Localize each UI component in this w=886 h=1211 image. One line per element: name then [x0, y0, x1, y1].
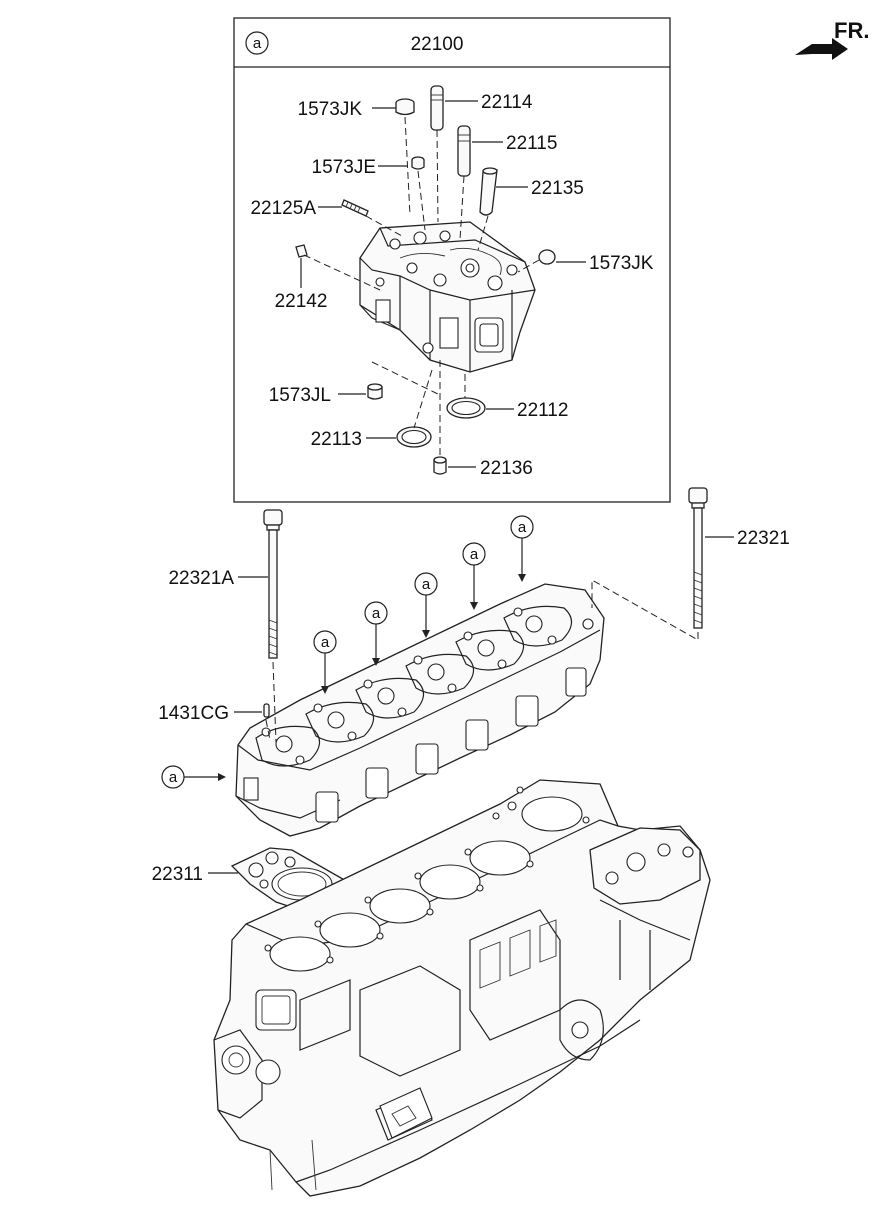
callout-22321A[interactable]: 22321A [168, 568, 234, 589]
callout-22311[interactable]: 22311 [152, 864, 203, 885]
part-22136-plug[interactable] [433, 456, 447, 475]
part-22113-ring[interactable] [396, 426, 432, 448]
callout-1573JK-right[interactable]: 1573JK [589, 253, 654, 274]
inset-cylinder-head[interactable] [359, 221, 536, 373]
engine-block[interactable] [213, 779, 711, 1197]
inset-callouts: 1573JK 22114 22115 1573JE 22135 22125A 1… [250, 92, 653, 479]
part-22142-dowel[interactable] [295, 244, 308, 258]
svg-text:a: a [169, 769, 178, 786]
main-callouts: 22321 22321A 1431CG 22311 [152, 528, 790, 885]
ref-marker[interactable]: a [462, 542, 486, 610]
svg-text:a: a [321, 634, 330, 651]
front-arrow-icon [795, 38, 848, 60]
callout-1573JE[interactable]: 1573JE [312, 157, 376, 178]
bolt-dashed-lines [265, 579, 699, 743]
part-22115-guide[interactable] [457, 125, 471, 177]
callout-22112[interactable]: 22112 [517, 400, 568, 421]
part-1573JE-seal[interactable] [411, 156, 425, 170]
ref-marker[interactable]: a [510, 515, 534, 582]
callout-1573JK-top[interactable]: 1573JK [298, 99, 363, 120]
callout-22125A[interactable]: 22125A [250, 198, 316, 219]
callout-22136[interactable]: 22136 [480, 458, 533, 479]
inset-ref-circle [245, 31, 269, 55]
part-22321A-bolt[interactable] [263, 509, 283, 659]
main-cylinder-head-assembly[interactable] [235, 583, 605, 837]
callout-22321[interactable]: 22321 [737, 528, 790, 549]
svg-text:a: a [372, 605, 381, 622]
ref-markers: a a a a a a [161, 515, 534, 789]
front-direction-indicator: FR. [795, 18, 869, 60]
part-1573JK-right-cap[interactable] [538, 249, 556, 265]
callout-1573JL[interactable]: 1573JL [269, 385, 331, 406]
front-label: FR. [834, 18, 869, 43]
callout-22142[interactable]: 22142 [275, 291, 328, 312]
part-1431CG-pin[interactable] [263, 703, 270, 718]
ref-marker[interactable]: a [313, 630, 337, 694]
callout-1431CG[interactable]: 1431CG [158, 703, 229, 724]
ref-marker[interactable]: a [414, 572, 438, 638]
part-1573JK-cap[interactable] [395, 98, 415, 116]
inset-dashed-lines [303, 116, 540, 456]
svg-text:a: a [422, 576, 431, 593]
inset-part-number[interactable]: 22100 [411, 34, 464, 55]
part-22112-ring[interactable] [446, 397, 486, 419]
inset-ref-symbol: a [253, 35, 262, 52]
main-leader-lines [208, 536, 734, 874]
callout-22135[interactable]: 22135 [531, 178, 584, 199]
callout-22114[interactable]: 22114 [481, 92, 533, 113]
inset-box: a 22100 [233, 17, 671, 503]
svg-text:a: a [470, 546, 479, 563]
callout-22113[interactable]: 22113 [311, 429, 362, 450]
part-22125A-stud[interactable] [341, 199, 369, 217]
svg-text:a: a [518, 519, 527, 536]
part-22321-bolt[interactable] [688, 487, 708, 629]
part-22114-guide[interactable] [430, 85, 444, 131]
part-22135-sleeve[interactable] [479, 167, 498, 216]
part-1573JL-plug[interactable] [367, 383, 383, 400]
ref-marker[interactable]: a [161, 765, 226, 789]
callout-22115[interactable]: 22115 [506, 133, 557, 154]
inset-leader-lines [300, 100, 586, 468]
ref-marker[interactable]: a [364, 601, 388, 666]
